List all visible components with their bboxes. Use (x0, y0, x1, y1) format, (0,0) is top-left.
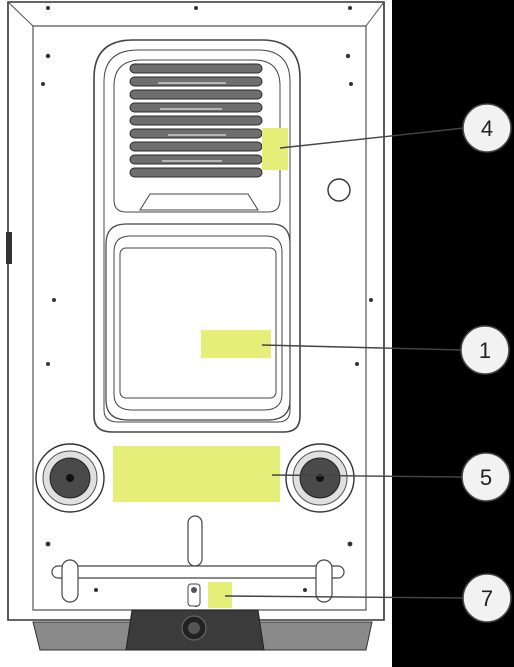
callout-4-number: 4 (481, 116, 493, 141)
label-area-4 (262, 128, 288, 170)
vent-housing (93, 39, 301, 433)
left-connector (35, 443, 105, 513)
right-connector (285, 443, 355, 513)
leader-line-7 (224, 595, 465, 599)
callout-7: 7 (462, 573, 512, 623)
callout-1-number: 1 (479, 338, 491, 363)
round-port (327, 178, 351, 202)
label-area-7 (208, 582, 232, 608)
callout-5: 5 (461, 452, 511, 502)
side-latch (6, 232, 12, 264)
leader-line-4 (279, 127, 465, 149)
access-cover (105, 223, 291, 421)
vent-lip (139, 193, 259, 211)
leader-line-5 (271, 474, 464, 478)
base-plinth (32, 583, 373, 651)
label-areas (113, 128, 288, 608)
leader-lines (224, 127, 465, 599)
handle-bar (51, 515, 345, 603)
callout-5-number: 5 (480, 465, 492, 490)
callout-7-number: 7 (481, 586, 493, 611)
callout-4: 4 (462, 103, 512, 153)
vent-louvre-highlights (158, 82, 226, 162)
callout-1: 1 (460, 325, 510, 375)
label-area-1 (201, 330, 271, 358)
leader-line-1 (261, 344, 463, 351)
label-area-5 (113, 446, 280, 502)
vent-louvres (129, 63, 263, 178)
